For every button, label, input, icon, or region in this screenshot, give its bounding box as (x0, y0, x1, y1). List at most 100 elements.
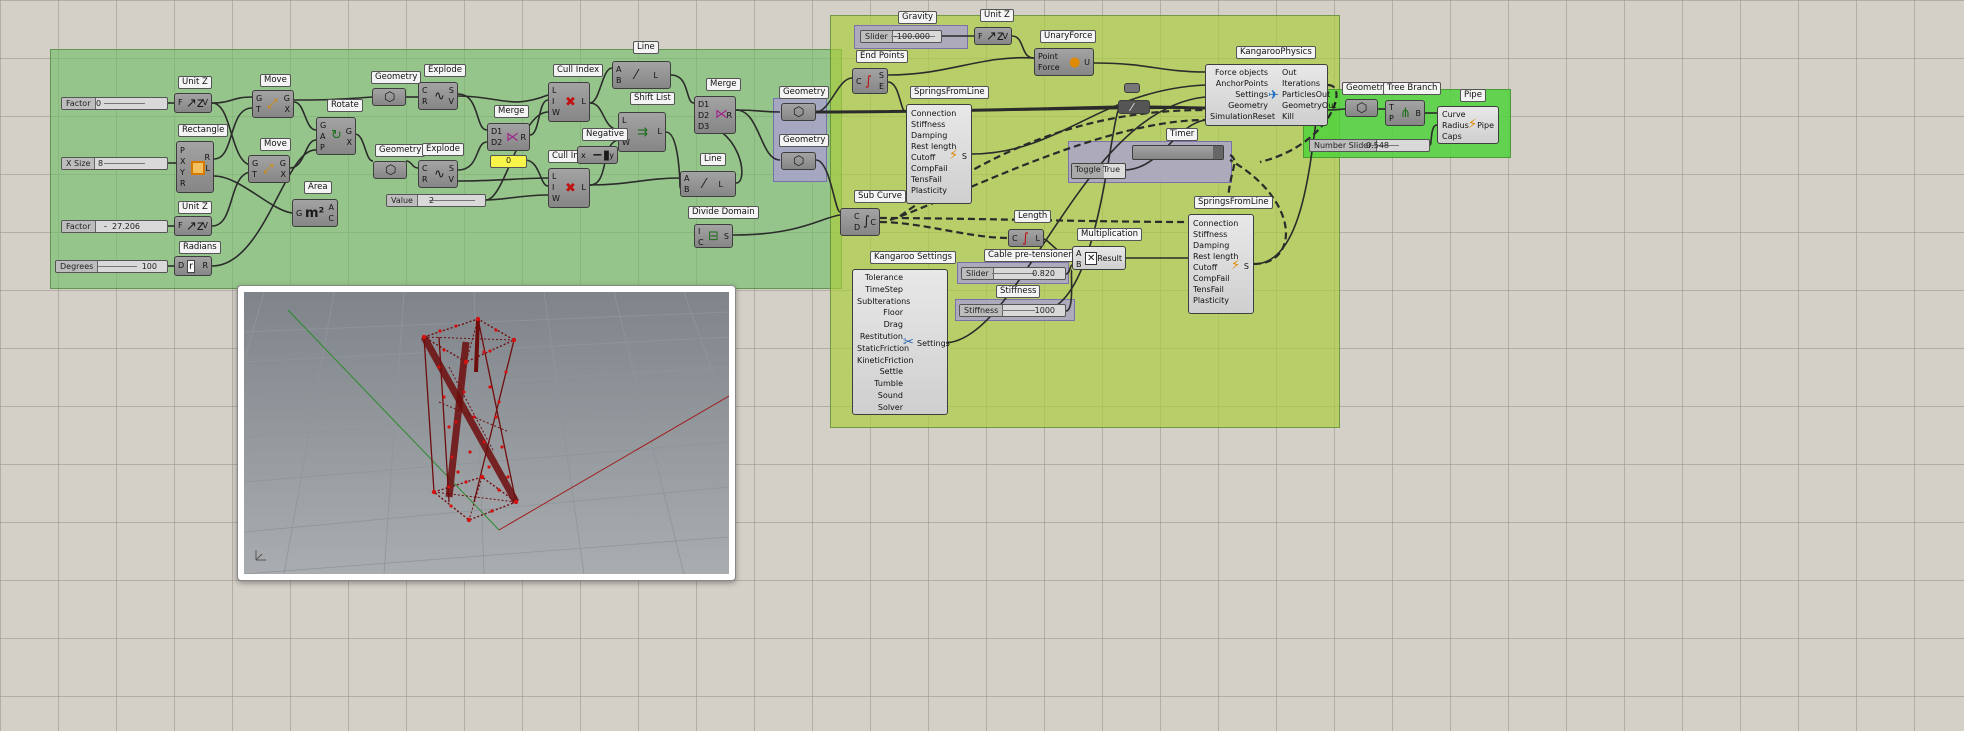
unit-z-icon: ↗z (186, 219, 204, 234)
unit-z-icon: ↗z (186, 96, 204, 111)
kangaroo-icon: ✈ (1268, 88, 1279, 103)
toggle-value: True (1103, 165, 1120, 174)
slider-track[interactable] (104, 163, 145, 164)
merge-icon: ⋉ (715, 107, 728, 122)
negative[interactable]: x −▮ y (577, 146, 618, 164)
unitz-2[interactable]: F ↗z V (174, 216, 212, 236)
geometry-3[interactable]: ⬡ (781, 103, 816, 121)
degrees-slider[interactable]: Degrees 100 (55, 260, 168, 273)
yellow-panel[interactable]: 0 (490, 155, 527, 168)
settings-tools-icon: ✂ (903, 335, 914, 350)
shift-list-icon: ⇉ (637, 125, 648, 140)
unit-z-icon: ↗z (986, 29, 1004, 44)
toggle[interactable]: Toggle True (1071, 163, 1126, 179)
factor-slider-2[interactable]: Factor 27.206 (61, 220, 168, 233)
timer-tab (1213, 146, 1223, 159)
radians[interactable]: D r R (174, 256, 212, 276)
slider-value: 0 (96, 99, 102, 108)
line-icon: ⁄ (703, 177, 706, 192)
stiffness-slider[interactable]: Stiffness 1000 (959, 304, 1066, 317)
length-title: Length (1014, 210, 1052, 223)
unitz-1-title: Unit Z (178, 76, 212, 89)
area-title: Area (304, 181, 332, 194)
rhino-viewport[interactable] (237, 285, 736, 581)
gravity-title: Gravity (898, 11, 938, 24)
wire-relay-2[interactable] (1124, 83, 1140, 93)
wire-relay[interactable]: ⁄ (1118, 100, 1150, 114)
slider-value: 27.206 (112, 222, 140, 231)
geometry-5[interactable]: ⬡ (1345, 99, 1378, 117)
geometry-1[interactable]: ⬡ (372, 88, 406, 106)
slider-track[interactable] (104, 226, 107, 227)
slider-value: 0.548 (1366, 141, 1389, 150)
negative-title: Negative (582, 128, 629, 141)
kangaroo-settings-title: Kangaroo Settings (870, 251, 956, 264)
slider-track[interactable] (104, 103, 145, 104)
slider-name: Degrees (56, 261, 99, 272)
slider-track[interactable] (1002, 310, 1035, 311)
geometry-4[interactable]: ⬡ (781, 152, 816, 170)
slider-name: Factor (62, 221, 96, 232)
cable-slider[interactable]: Slider 0.820 (961, 267, 1066, 280)
slider-track[interactable] (1362, 145, 1399, 146)
unitz-2-title: Unit Z (178, 201, 212, 214)
slider-track[interactable] (429, 200, 475, 201)
gravity-slider[interactable]: Slider -100.000 (860, 30, 942, 43)
number-slider[interactable]: Number Slider 0.548 (1309, 139, 1430, 152)
length[interactable]: C ∫ L (1008, 229, 1044, 247)
timer[interactable] (1132, 145, 1224, 160)
toggle-name: Toggle (1072, 164, 1104, 178)
unitz-3-title: Unit Z (980, 9, 1014, 22)
slider-value: 0.820 (1032, 269, 1055, 278)
multiply-icon: ✕ (1085, 252, 1098, 265)
geometry-4-title: Geometry (779, 134, 830, 147)
hexagon-icon: ⬡ (793, 154, 805, 169)
endpoints-title: End Points (856, 50, 909, 63)
rotate-icon: ↻ (331, 128, 342, 143)
slider-track[interactable] (992, 273, 1035, 274)
xsize-slider[interactable]: X Size 8 (61, 157, 168, 170)
length-icon: ∫ (1022, 231, 1029, 246)
rotate-title: Rotate (327, 99, 363, 112)
slider-name: Slider (962, 268, 994, 279)
slider-value: -100.000 (894, 32, 930, 41)
unitz-1[interactable]: F ↗z V (174, 93, 212, 113)
geometry-2[interactable]: ⬡ (373, 161, 407, 179)
slider-track[interactable] (891, 36, 935, 37)
shift-list-title: Shift List (630, 92, 675, 105)
slider-name: Slider (861, 31, 893, 42)
unitz-3[interactable]: F ↗z V (974, 27, 1012, 45)
slider-track[interactable] (98, 266, 137, 267)
cull-index-1-title: Cull Index (553, 64, 604, 77)
explode-1-title: Explode (424, 64, 466, 77)
move-2-title: Move (260, 138, 291, 151)
merge-2-title: Merge (706, 78, 741, 91)
factor-slider-1[interactable]: Factor 0 (61, 97, 168, 110)
value-slider[interactable]: Value 2 (386, 194, 486, 207)
cable-title: Cable pre-tensioner (984, 249, 1076, 262)
